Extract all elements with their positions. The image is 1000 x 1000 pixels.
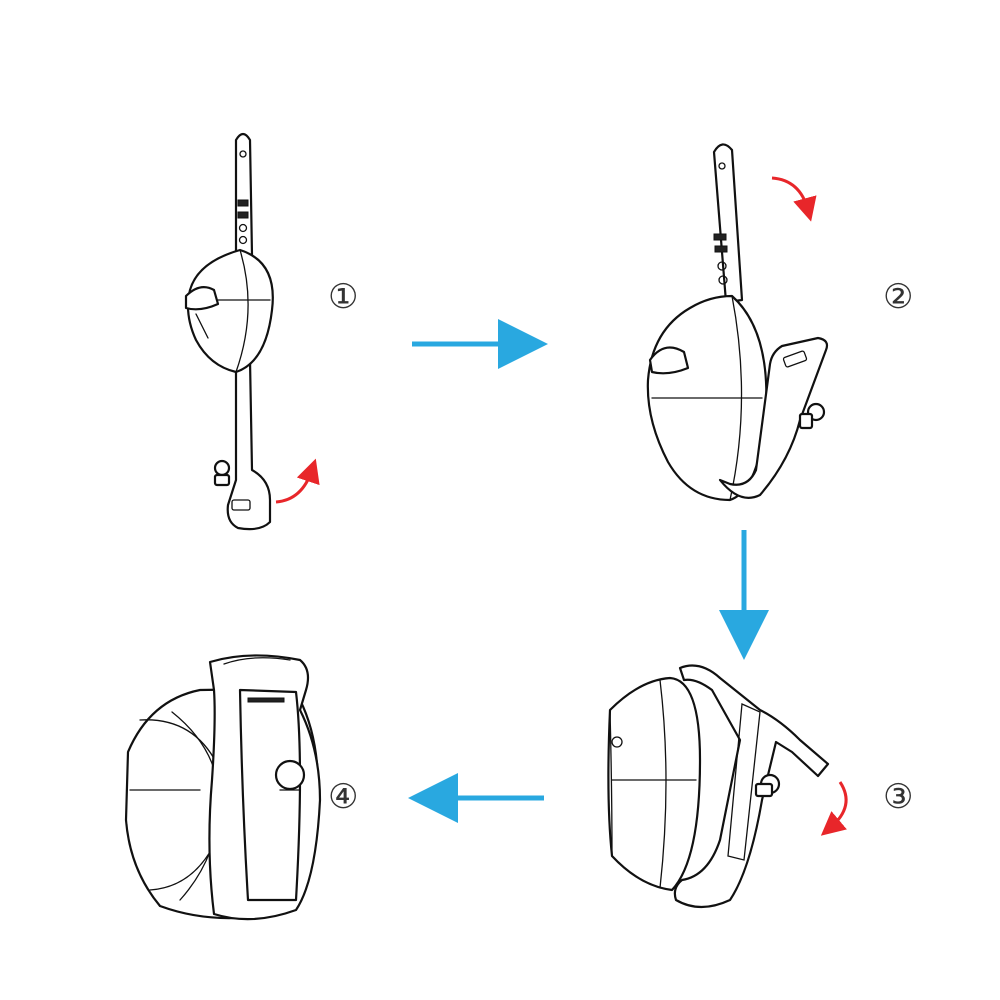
step-4-label: ④ <box>328 777 359 817</box>
step-1-top-strap <box>234 132 254 257</box>
step-3-rotate-arrow <box>820 781 848 836</box>
step-1-marking-1 <box>237 199 249 207</box>
step-1-rotate-arrow <box>275 458 320 504</box>
step-2-marking-2 <box>714 245 728 253</box>
step-2-cup-tab <box>648 346 690 375</box>
step-2-fold-strap <box>718 336 829 499</box>
step-4-illustration <box>124 654 322 921</box>
step-1-button-stem <box>213 473 231 487</box>
step-3-cup-notch <box>611 736 623 748</box>
step-2-label: ② <box>883 277 914 317</box>
step-4-strap-front <box>238 688 302 902</box>
step-1-illustration <box>184 132 274 531</box>
step-2-illustration <box>646 143 829 502</box>
step-1-cup-seam <box>235 249 249 373</box>
step-1-cup-notch <box>195 313 209 339</box>
step-2-slot <box>782 350 808 368</box>
step-4-strap-top-edge <box>223 657 291 665</box>
step-1-marking-2 <box>237 211 249 219</box>
step-3-cup-seam <box>659 679 667 889</box>
step-3-strap-inner <box>727 703 761 861</box>
step-2-marking-3 <box>717 261 727 271</box>
step-2-top-strap <box>712 143 744 304</box>
step-2-marking-1 <box>713 233 727 241</box>
step-1-slot <box>231 499 251 511</box>
step-1-strap-hole <box>239 150 247 158</box>
step-2-rotate-arrow <box>771 176 817 222</box>
step-2-strap-hole <box>718 162 726 170</box>
step-3-illustration <box>607 664 830 909</box>
step-1-button-head <box>213 459 231 477</box>
step-4-button-head <box>274 759 306 791</box>
step-1-marking-3 <box>238 223 248 233</box>
step-3-cup <box>607 676 702 892</box>
step-1-bottom-strap <box>226 358 272 531</box>
step-4-marking <box>247 697 285 703</box>
step-2-marking-4 <box>718 275 728 285</box>
step-2-button-stem <box>798 412 814 430</box>
step-3-button-stem <box>754 782 774 798</box>
step-2-cup-seam <box>729 295 743 501</box>
step-1-label: ① <box>328 277 359 317</box>
step-3-cup-rim <box>609 709 613 857</box>
step-1-cup <box>186 248 274 374</box>
step-3-label: ③ <box>883 777 914 817</box>
step-1-marking-4 <box>238 235 248 245</box>
step-1-cup-tab <box>184 285 220 311</box>
